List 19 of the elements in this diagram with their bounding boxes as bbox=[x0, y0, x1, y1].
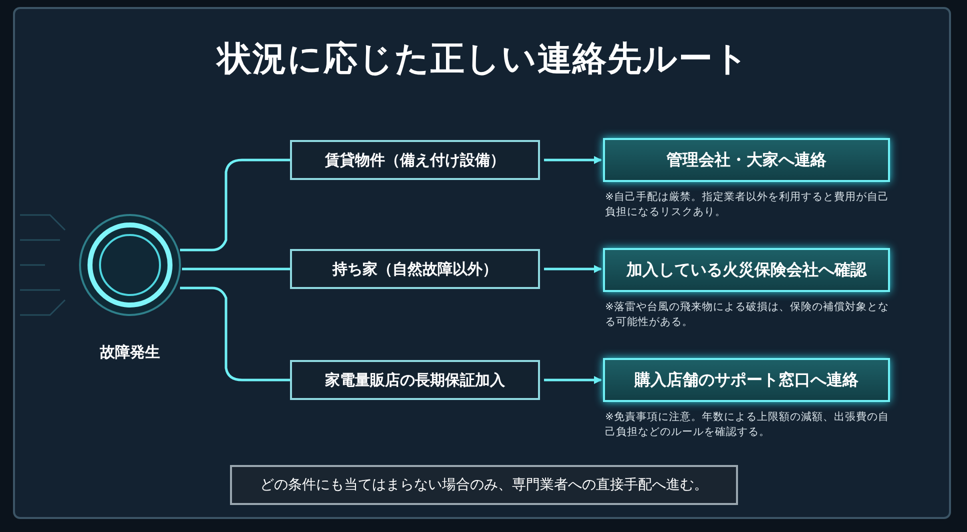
arrow bbox=[544, 156, 602, 164]
condition-box: 家電量販店の長期保証加入 bbox=[290, 360, 540, 400]
arrow bbox=[544, 376, 602, 384]
action-box: 購入店舗のサポート窓口へ連絡 bbox=[603, 358, 890, 402]
condition-box: 持ち家（自然故障以外） bbox=[290, 249, 540, 289]
connector-line bbox=[180, 286, 290, 382]
action-box: 加入している火災保険会社へ確認 bbox=[603, 248, 890, 292]
connector-line bbox=[182, 268, 290, 270]
note-text: ※落雷や台風の飛来物による破損は、保険の補償対象となる可能性がある。 bbox=[605, 300, 890, 330]
connector-line bbox=[180, 158, 290, 252]
action-box: 管理会社・大家へ連絡 bbox=[603, 138, 890, 182]
title: 状況に応じた正しい連絡先ルート bbox=[214, 38, 750, 81]
condition-box: 賃貸物件（備え付け設備） bbox=[290, 140, 540, 180]
note-text: ※自己手配は厳禁。指定業者以外を利用すると費用が自己負担になるリスクあり。 bbox=[605, 190, 890, 220]
arrow bbox=[544, 265, 602, 273]
node-caption: 故障発生 bbox=[98, 343, 161, 362]
ring-drawing bbox=[78, 213, 182, 317]
note-text: ※免責事項に注意。年数による上限額の減額、出張費の自己負担などのルールを確認する。 bbox=[605, 410, 890, 440]
note-box: どの条件にも当てはまらない場合のみ、専門業者への直接手配へ進む。 bbox=[230, 465, 738, 505]
